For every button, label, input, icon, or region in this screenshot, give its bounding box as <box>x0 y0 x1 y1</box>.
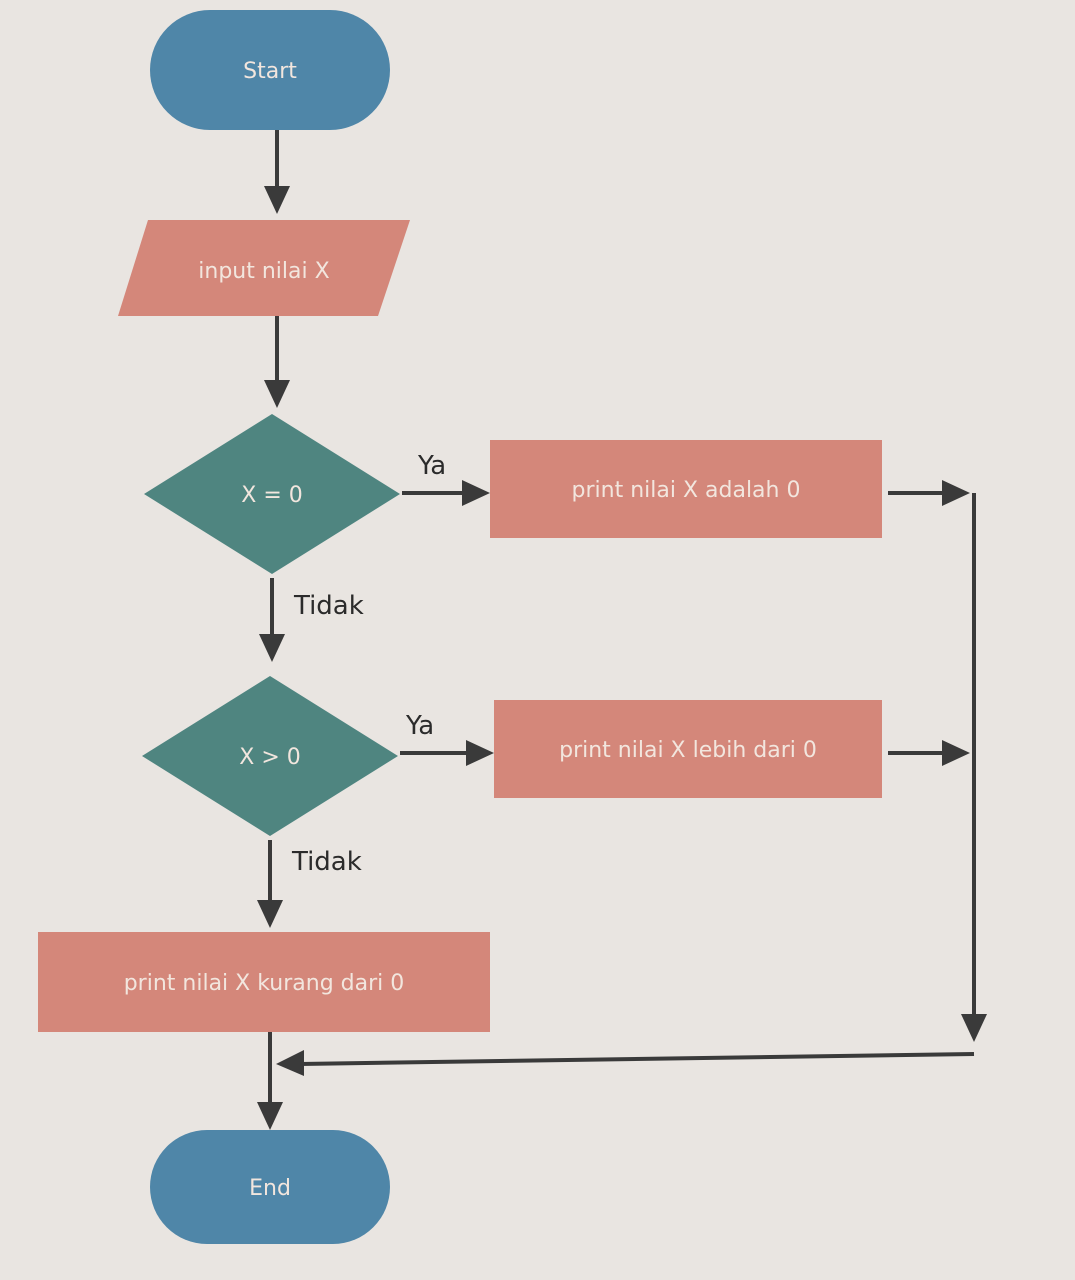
process-zero: print nilai X adalah 0 <box>490 440 882 538</box>
decision-x-greater-zero: X > 0 <box>142 676 398 836</box>
edge-decision1-no: Tidak <box>259 578 364 662</box>
process-zero-label: print nilai X adalah 0 <box>572 478 801 503</box>
edge-decision2-no: Tidak <box>257 840 362 928</box>
start-terminal: Start <box>150 10 390 130</box>
decision1-label: X = 0 <box>241 483 303 508</box>
merge-line-right <box>961 493 987 1042</box>
end-terminal: End <box>150 1130 390 1244</box>
decision2-label: X > 0 <box>239 745 301 770</box>
process-positive: print nilai X lebih dari 0 <box>494 700 882 798</box>
edge-decision1-yes: Ya <box>402 451 490 506</box>
decision2-no-label: Tidak <box>291 847 362 877</box>
end-label: End <box>249 1176 291 1201</box>
decision1-no-label: Tidak <box>293 591 364 621</box>
process-negative: print nilai X kurang dari 0 <box>38 932 490 1032</box>
merge-line-bottom <box>276 1050 975 1076</box>
process-positive-label: print nilai X lebih dari 0 <box>559 738 817 763</box>
decision-x-equals-zero: X = 0 <box>144 414 400 574</box>
edge-positive-to-merge <box>888 740 970 766</box>
edge-zero-to-merge <box>888 480 970 506</box>
edge-start-to-input <box>264 130 290 214</box>
edge-negative-to-end <box>257 1032 283 1130</box>
edge-input-to-decision1 <box>264 316 290 408</box>
process-negative-label: print nilai X kurang dari 0 <box>124 971 405 996</box>
input-label: input nilai X <box>198 259 329 284</box>
decision1-yes-label: Ya <box>417 451 446 481</box>
input-node: input nilai X <box>118 220 410 316</box>
decision2-yes-label: Ya <box>405 711 434 741</box>
edge-decision2-yes: Ya <box>400 711 494 766</box>
start-label: Start <box>243 59 297 84</box>
